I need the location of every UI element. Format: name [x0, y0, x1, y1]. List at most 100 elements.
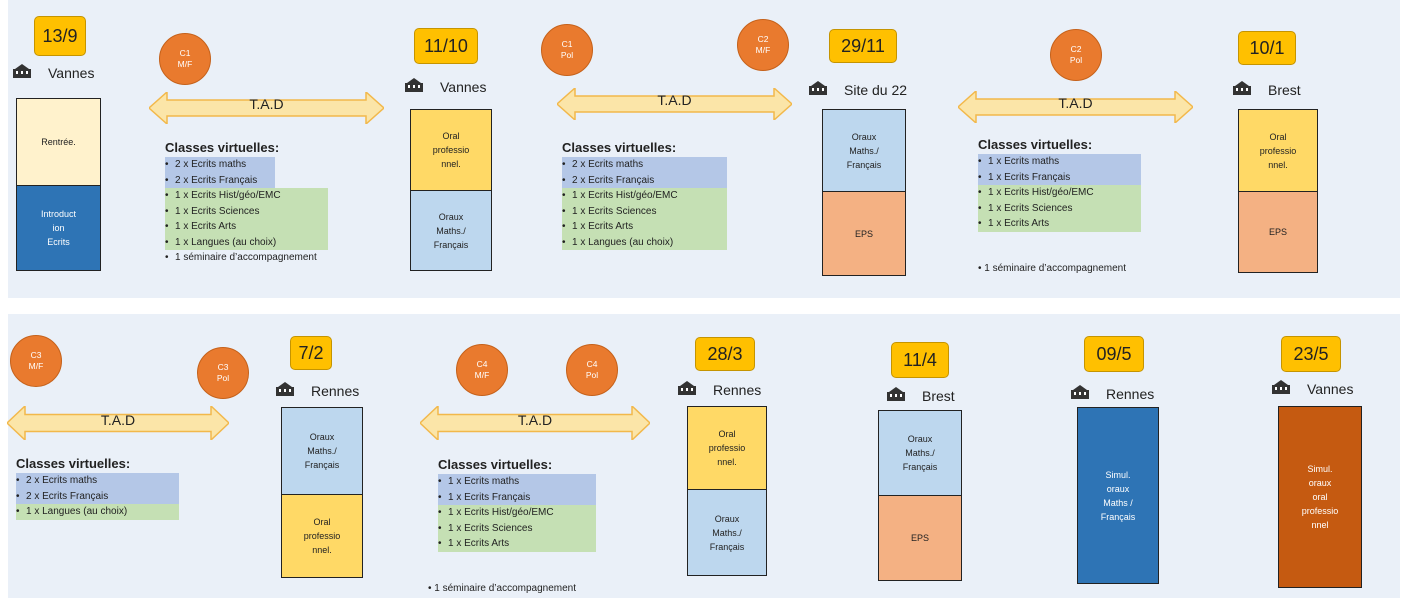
location-label: Vannes — [48, 64, 95, 81]
session-box: Oral professio nnel. — [281, 494, 363, 578]
circle-line: M/F — [28, 361, 44, 371]
virtual-classes-list: Classes virtuelles: 2 x Ecrits maths 2 x… — [165, 140, 328, 266]
location-label: Rennes — [713, 381, 762, 398]
date-badge: 11/4 — [891, 342, 949, 378]
circle-line: C2 — [1070, 44, 1082, 54]
session-box: EPS — [878, 495, 962, 581]
session-box: EPS — [822, 191, 906, 276]
list-item: 1 x Ecrits Hist/géo/EMC — [562, 188, 727, 204]
list-item: 2 x Ecrits Français — [165, 172, 275, 188]
circle-line: M/F — [474, 370, 490, 380]
circle-line: Pol — [216, 373, 230, 383]
list-item: 1 x Ecrits Français — [978, 169, 1141, 185]
school-icon — [12, 64, 40, 81]
list-item: 1 x Langues (au choix) — [562, 234, 727, 250]
location: Site du 22 — [808, 81, 907, 98]
list-item: 1 x Ecrits Sciences — [438, 520, 596, 536]
virtual-classes-list: Classes virtuelles: 2 x Ecrits maths 2 x… — [562, 140, 727, 250]
circle-line: C3 — [30, 350, 42, 360]
arrow-label: T.A.D — [517, 412, 553, 428]
list-item: 1 x Langues (au choix) — [165, 234, 328, 250]
tad-arrow: T.A.D — [5, 404, 231, 442]
list-item: 2 x Ecrits Français — [16, 488, 179, 504]
list-title: Classes virtuelles: — [562, 140, 677, 155]
list-item: 1 x Ecrits Arts — [562, 219, 727, 235]
tad-arrow: T.A.D — [555, 86, 794, 122]
seminar-note: 1 séminaire d’accompagnement — [978, 263, 1126, 274]
school-icon — [808, 81, 836, 98]
circle-line: C1 — [179, 48, 191, 58]
list-title: Classes virtuelles: — [438, 457, 553, 472]
seminar-note: 1 séminaire d’accompagnement — [428, 583, 576, 594]
location-label: Vannes — [1307, 380, 1354, 397]
location-label: Brest — [922, 387, 955, 404]
list-item: 1 x Ecrits Hist/géo/EMC — [978, 185, 1141, 201]
date-badge: 10/1 — [1238, 31, 1296, 65]
session-box: Rentrée. — [16, 98, 101, 186]
date-badge: 28/3 — [695, 337, 755, 371]
location: Vannes — [1271, 380, 1353, 397]
list-title: Classes virtuelles: — [165, 140, 280, 155]
session-box: Oraux Maths./ Français — [410, 190, 492, 271]
session-box: EPS — [1238, 191, 1318, 273]
list-item: 2 x Ecrits maths — [562, 157, 727, 173]
arrow-label: T.A.D — [100, 412, 136, 428]
location-label: Site du 22 — [844, 81, 908, 98]
list-item: 1 x Ecrits Arts — [165, 219, 328, 235]
circle-line: M/F — [177, 59, 193, 69]
location-label: Brest — [1268, 81, 1301, 98]
list-title: Classes virtuelles: — [978, 137, 1093, 152]
location: Vannes — [12, 64, 94, 81]
list-item: 1 x Ecrits maths — [978, 154, 1141, 170]
virtual-classes-list: Classes virtuelles: 1 x Ecrits maths 1 x… — [978, 137, 1141, 232]
arrow-label: T.A.D — [249, 96, 284, 112]
arrow-label: T.A.D — [657, 92, 692, 108]
session-box: Oral professio nnel. — [410, 109, 492, 191]
circle-line: C1 — [561, 39, 573, 49]
list-item: 1 x Ecrits Français — [438, 489, 596, 505]
school-icon — [1070, 385, 1098, 402]
session-box: Introduct ion Ecrits — [16, 185, 101, 271]
location-label: Rennes — [1106, 385, 1155, 402]
date-badge: 7/2 — [290, 336, 332, 370]
date-badge: 09/5 — [1084, 336, 1144, 372]
list-item: 2 x Ecrits maths — [165, 157, 275, 173]
circle-line: Pol — [585, 370, 599, 380]
school-icon — [886, 387, 914, 404]
location: Rennes — [677, 381, 761, 398]
circle-line: C4 — [586, 359, 598, 369]
location: Brest — [1232, 81, 1301, 98]
list-item: 2 x Ecrits maths — [16, 473, 179, 489]
circle-line: C2 — [757, 34, 769, 44]
school-icon — [275, 382, 303, 399]
session-box: Oraux Maths./ Français — [878, 410, 962, 496]
circle-line: Pol — [560, 50, 574, 60]
list-item: 1 x Ecrits Sciences — [165, 203, 328, 219]
list-item: 1 x Ecrits Hist/géo/EMC — [438, 505, 596, 521]
list-item: 1 x Ecrits Sciences — [978, 200, 1141, 216]
school-icon — [404, 78, 432, 95]
circle-line: C4 — [476, 359, 488, 369]
virtual-classes-list: Classes virtuelles: 1 x Ecrits maths 1 x… — [438, 457, 596, 552]
date-badge: 23/5 — [1281, 336, 1341, 372]
circle-line: Pol — [1069, 55, 1083, 65]
list-item: 1 x Ecrits Arts — [438, 536, 596, 552]
session-box: Oral professio nnel. — [1238, 109, 1318, 192]
session-box: Oral professio nnel. — [687, 406, 767, 490]
list-item: 2 x Ecrits Français — [562, 172, 727, 188]
tad-arrow: T.A.D — [418, 404, 652, 442]
arrow-label: T.A.D — [1058, 95, 1093, 111]
list-item: 1 x Ecrits Hist/géo/EMC — [165, 188, 328, 204]
location: Brest — [886, 387, 955, 404]
list-item: 1 séminaire d’accompagnement — [165, 250, 328, 266]
school-icon — [1271, 380, 1299, 397]
tad-arrow: T.A.D — [147, 90, 386, 126]
list-item: 1 x Ecrits maths — [438, 474, 596, 490]
location: Vannes — [404, 78, 486, 95]
